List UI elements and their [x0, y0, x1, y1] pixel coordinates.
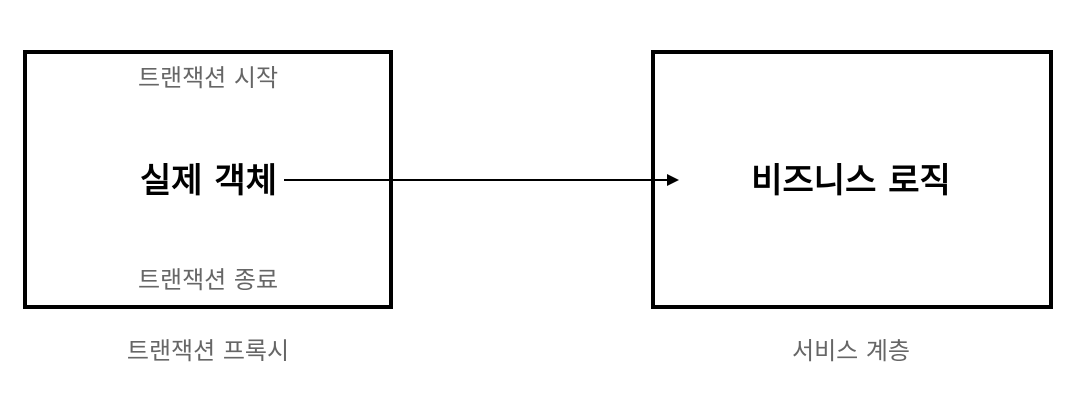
service-layer-caption: 서비스 계층: [791, 337, 911, 365]
transaction-proxy-caption: 트랜잭션 프록시: [126, 337, 290, 365]
service-layer-box: [651, 50, 1053, 309]
real-object-label: 실제 객체: [140, 161, 277, 201]
transaction-end-label: 트랜잭션 종료: [137, 266, 279, 294]
transaction-start-label: 트랜잭션 시작: [137, 64, 279, 92]
business-logic-label: 비즈니스 로직: [751, 161, 951, 201]
